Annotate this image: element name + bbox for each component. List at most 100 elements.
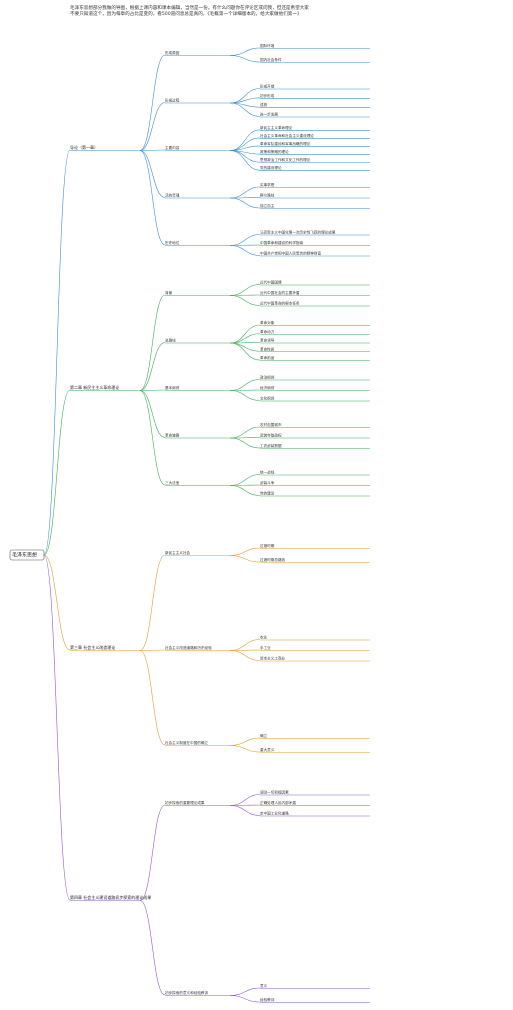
- topic-link: [139, 54, 166, 151]
- leaf-label: 文化纲领: [260, 396, 275, 401]
- leaf-label: 农业: [260, 635, 268, 640]
- leaf-label: 调动一切积极因素: [260, 790, 289, 795]
- leaf-link: [229, 295, 261, 306]
- leaf-link: [229, 150, 261, 171]
- leaf-link: [229, 485, 261, 496]
- leaf-label: 近代中国社会的主要矛盾: [260, 290, 300, 295]
- topic-link: [139, 650, 166, 746]
- branch-link: [43, 554, 71, 651]
- leaf-link: [229, 342, 261, 361]
- leaf-label: 走中国工业化道路: [260, 811, 289, 816]
- topic-label: 革命道路: [165, 433, 180, 438]
- leaf-label: 成熟: [260, 102, 268, 107]
- leaf-link: [229, 650, 261, 661]
- topic-label: 社会主义改造道路和历史经验: [165, 645, 212, 650]
- leaf-link: [229, 102, 261, 117]
- leaf-label: 政治纲领: [260, 375, 275, 380]
- topic-link: [139, 554, 166, 651]
- leaf-label: 独立自主: [260, 203, 275, 208]
- branch-link: [43, 554, 71, 901]
- leaf-link: [229, 333, 261, 344]
- topic-link: [139, 150, 166, 198]
- leaf-link: [229, 284, 261, 296]
- topic-label: 三大法宝: [165, 480, 180, 485]
- leaf-label: 革命动力: [260, 329, 275, 334]
- leaf-link: [229, 437, 261, 449]
- leaf-label: 中国革命和建设的科学指南: [260, 240, 304, 245]
- leaf-label: 新民主主义革命理论: [260, 125, 293, 130]
- topic-label: 基本纲领: [165, 385, 180, 390]
- leaf-label: 中国共产党和中国人民宝贵的精神财富: [260, 251, 321, 256]
- leaf-label: 统一战线: [260, 470, 275, 475]
- topic-label: 初步探索的意义和经验教训: [165, 990, 209, 995]
- topic-label: 总路线: [165, 338, 176, 343]
- topic-link: [139, 150, 166, 246]
- leaf-label: 马克思主义中国化第一次历史性飞跃的理论成果: [260, 230, 336, 235]
- topic-label: 主要内容: [165, 145, 180, 150]
- leaf-label: 武装斗争: [260, 480, 275, 485]
- leaf-label: 社会主义革命和社会主义建设理论: [260, 133, 314, 138]
- topic-link: [139, 900, 166, 996]
- leaf-link: [229, 805, 261, 816]
- leaf-label: 过渡时期总路线: [260, 557, 286, 562]
- leaf-link: [229, 737, 261, 746]
- leaf-link: [229, 426, 261, 439]
- topic-link: [139, 649, 166, 651]
- leaf-label: 武装夺取政权: [260, 433, 282, 438]
- leaf-label: 正确处理人民内部矛盾: [260, 800, 296, 805]
- leaf-label: 思想政治工作和文化工作的理论: [260, 157, 311, 162]
- topic-link: [139, 149, 166, 151]
- topic-link: [139, 804, 166, 901]
- leaf-link: [229, 379, 261, 391]
- topic-link: [139, 294, 166, 391]
- topic-label: 形成原因: [165, 50, 180, 55]
- leaf-link: [229, 197, 261, 209]
- section-label: 第二章 新民主主义革命理论: [70, 384, 119, 390]
- leaf-link: [229, 390, 261, 401]
- section-label: 第四章 社会主义建设道路初步探索的理论成果: [70, 894, 151, 900]
- topic-link: [139, 390, 166, 438]
- branch-link: [43, 389, 71, 556]
- branch-link: [43, 149, 71, 556]
- leaf-link: [229, 88, 261, 104]
- leaf-label: 经验教训: [260, 997, 275, 1002]
- leaf-label: 初步形成: [260, 93, 275, 98]
- topic-link: [139, 342, 166, 391]
- leaf-label: 革命军队建设和军事战略的理论: [260, 141, 311, 146]
- leaf-link: [229, 639, 261, 651]
- header-line-2: 不要只知道这个，因为每章的占比是变的，看500道问息总是真的，《毛概第一个详细版…: [70, 12, 302, 18]
- leaf-label: 革命性质: [260, 346, 275, 351]
- leaf-link: [229, 234, 261, 246]
- leaf-label: 政策和策略的理论: [260, 149, 289, 154]
- leaf-link: [229, 987, 261, 996]
- leaf-label: 近代中国革命的根本任务: [260, 301, 300, 306]
- leaf-link: [229, 474, 261, 486]
- leaf-link: [229, 342, 261, 352]
- header-note: 毛泽东思想部分我做的导图，根据上课内容和课本编辑，当然是一份。有什么问题你在评论…: [70, 6, 400, 18]
- leaf-label: 党的建设理论: [260, 165, 282, 170]
- leaf-label: 国际环境: [260, 43, 275, 48]
- leaf-label: 实事求是: [260, 182, 275, 187]
- section-label: 第三章 社会主义改造理论: [70, 644, 115, 650]
- leaf-label: 意义: [260, 983, 268, 988]
- leaf-link: [229, 995, 261, 1003]
- leaf-label: 革命前途: [260, 355, 275, 360]
- leaf-link: [229, 55, 261, 63]
- leaf-link: [229, 745, 261, 753]
- leaf-link: [229, 555, 261, 563]
- topic-label: 新民主主义社会: [165, 550, 191, 555]
- leaf-label: 经济纲领: [260, 385, 275, 390]
- topic-link: [139, 390, 166, 486]
- topic-label: 背景: [165, 290, 173, 295]
- leaf-link: [229, 186, 261, 199]
- leaf-label: 形成开端: [260, 84, 275, 89]
- leaf-label: 国内社会条件: [260, 57, 282, 62]
- leaf-label: 革命对象: [260, 320, 275, 325]
- leaf-label: 确立: [260, 733, 268, 738]
- leaf-label: 资本主义工商业: [260, 656, 286, 661]
- leaf-label: 工农武装割据: [260, 443, 282, 448]
- topic-label: 活的灵魂: [165, 193, 180, 198]
- header-line-1: 毛泽东思想部分我做的导图，根据上课内容和课本编辑，当然是一份。有什么问题你在评论…: [70, 6, 309, 11]
- leaf-label: 农村包围城市: [260, 422, 282, 427]
